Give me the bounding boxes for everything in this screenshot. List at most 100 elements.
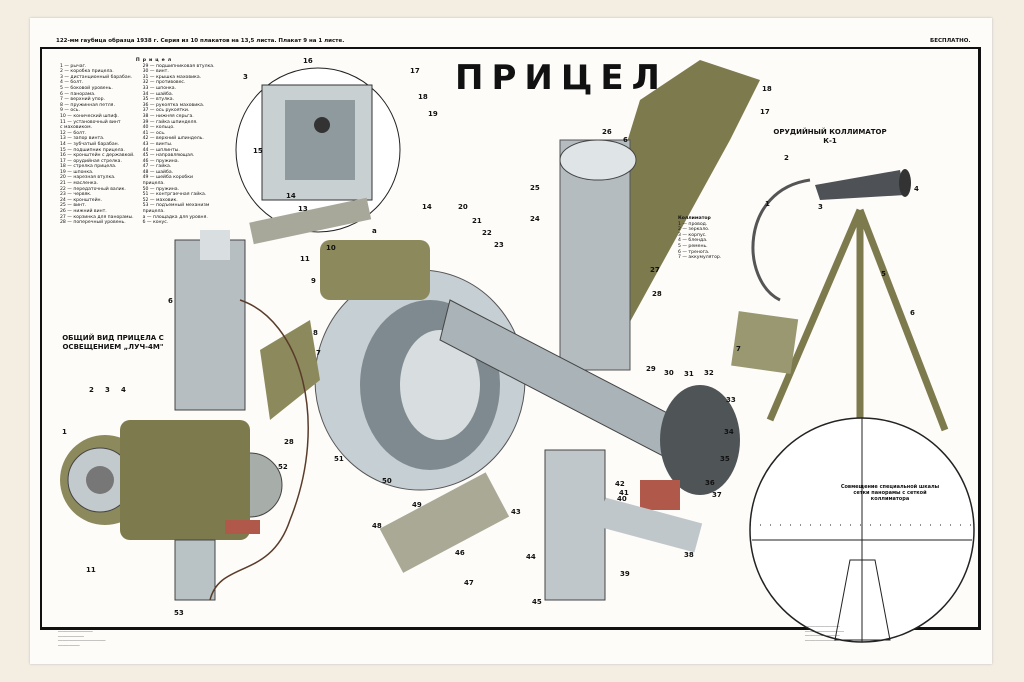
callout-number: 5: [881, 270, 886, 278]
legend-item: 4 — бленда.: [678, 238, 708, 244]
callout-number: 40: [617, 495, 627, 503]
callout-number: 34: [724, 428, 734, 436]
callout-number: 51: [334, 455, 344, 463]
legend-item: 14 — зубчатый барабан.: [60, 141, 120, 147]
legend-item: 53 — подъемный механизм: [142, 203, 210, 209]
legend-item: 40 — кольцо.: [142, 125, 175, 131]
callout-number: 22: [482, 229, 492, 237]
legend-item: 35 — втулка.: [142, 97, 175, 103]
callout-number: 24: [530, 215, 540, 223]
legend-item: 27 — корзинка для панорамы.: [60, 214, 134, 220]
callout-number: 21: [472, 217, 482, 225]
collimator-legend-items: 1 — провод.2 — зеркало.3 — корпус.4 — бл…: [678, 222, 721, 261]
imprint-right: ────────────────────────────────────────…: [805, 625, 844, 643]
series-header: 122-мм гаубица образца 1938 г. Серия из …: [56, 38, 345, 44]
callout-number: 26: [602, 128, 612, 136]
collimator-caption: ОРУДИЙНЫЙ КОЛЛИМАТОР К-1: [773, 128, 887, 145]
legend-item: 18 — стрелка прицела.: [60, 164, 117, 170]
legend-item: прицела.: [142, 209, 165, 215]
legend-heading: Прицел: [135, 58, 175, 63]
callout-number: 42: [615, 480, 625, 488]
callout-number: 6: [910, 309, 915, 317]
legend-column-2: 29 — подшипниковая втулка.30 — винт.31 —…: [143, 64, 215, 226]
callout-number: 29: [646, 365, 656, 373]
callout-number: 32: [704, 369, 714, 377]
legend-item: 39 — гайка шпинделя.: [142, 119, 198, 125]
legend-item: 17 — орудийная стрелка.: [60, 158, 122, 164]
callout-number: 3: [818, 203, 823, 211]
callout-number: 50: [382, 477, 392, 485]
price-label: БЕСПЛАТНО.: [930, 38, 971, 44]
imprint-left: ────────────────────────────────────────…: [58, 630, 106, 648]
callout-number: 47: [464, 579, 474, 587]
callout-number: 3: [105, 386, 110, 394]
callout-number: 17: [760, 108, 770, 116]
legend-item: 45 — направляющая.: [142, 153, 195, 159]
callout-number: 46: [455, 549, 465, 557]
legend-item: 38 — нижняя серьга.: [142, 113, 194, 119]
legend-item: 2 — коробка прицела.: [60, 69, 114, 75]
callout-number: 4: [914, 185, 919, 193]
callout-number: 7: [736, 345, 741, 353]
callout-number: 28: [652, 290, 662, 298]
legend-item: 6 — тренога.: [678, 249, 710, 255]
legend-item: 51 — контргаечная гайка.: [142, 192, 207, 198]
callout-number: 39: [620, 570, 630, 578]
callout-number: 23: [494, 241, 504, 249]
callout-number: 43: [511, 508, 521, 516]
callout-number: 9: [311, 277, 316, 285]
callout-number: 27: [650, 266, 660, 274]
legend-item: 31 — крышка маховика.: [142, 74, 202, 80]
legend-item: 28 — поперечный уровень.: [60, 220, 126, 226]
callout-number: 2: [784, 154, 789, 162]
legend-item: 8 — пружинная петля.: [60, 102, 115, 108]
legend-item: 7 — верхний упор.: [60, 97, 105, 103]
sight-cutaway-drawing: [314, 60, 760, 601]
collimator-legend-heading: Коллиматор: [678, 216, 711, 221]
legend-item: 11 — установочный винт: [60, 119, 121, 125]
legend-item: 25 — винт.: [60, 203, 87, 209]
legend-item: 50 — пружина.: [142, 186, 180, 192]
callout-number: 4: [121, 386, 126, 394]
legend-item: 6 — панорама.: [60, 91, 96, 97]
legend-item: 47 — гайка.: [142, 164, 172, 170]
callout-number: 6: [623, 136, 628, 144]
callout-number: 2: [89, 386, 94, 394]
callout-number: 6: [168, 297, 173, 305]
callout-number: 38: [684, 551, 694, 559]
legend-item: 33 — шпонка.: [142, 85, 177, 91]
callout-number: 28: [284, 438, 294, 446]
legend-item: 3 — дистанционный барабан.: [60, 74, 133, 80]
callout-number: 25: [530, 184, 540, 192]
legend-item: 48 — шайба.: [142, 169, 174, 175]
legend-item: 37 — ось рукоятки.: [142, 108, 190, 114]
legend-item: 16 — кронштейн с державкой.: [60, 153, 135, 159]
callout-number: 45: [532, 598, 542, 606]
callout-number: 37: [712, 491, 722, 499]
legend-item: 43 — винты.: [142, 141, 173, 147]
callout-number: 13: [298, 205, 308, 213]
legend-item: 10 — конический шпиф.: [60, 113, 119, 119]
legend-item: 1 — провод.: [678, 221, 708, 227]
callout-number: 18: [762, 85, 772, 93]
legend-item: 9 — ось.: [60, 108, 80, 114]
callout-number: а: [372, 227, 377, 235]
callout-number: 14: [422, 203, 432, 211]
callout-number: 17: [410, 67, 420, 75]
legend-item: 44 — шплинты.: [142, 147, 180, 153]
legend-item: 15 — подшипник прицела.: [60, 147, 125, 153]
callout-number: 7: [316, 349, 321, 357]
callout-number: 16: [303, 57, 313, 65]
legend-item: 1 — рычаг.: [60, 63, 87, 69]
callout-number: 33: [726, 396, 736, 404]
legend-item: 23 — червяк.: [60, 192, 92, 198]
general-view-drawing: [60, 230, 320, 601]
legend-item: прицела.: [142, 181, 165, 187]
legend-item: 34 — шайба.: [142, 91, 174, 97]
callout-number: 10: [326, 244, 336, 252]
collimator-alignment-circle: [749, 417, 975, 643]
callout-number: 14: [286, 192, 296, 200]
legend-item: 30 — винт.: [142, 69, 169, 75]
callout-number: 36: [705, 479, 715, 487]
poster-frame: [40, 47, 981, 630]
